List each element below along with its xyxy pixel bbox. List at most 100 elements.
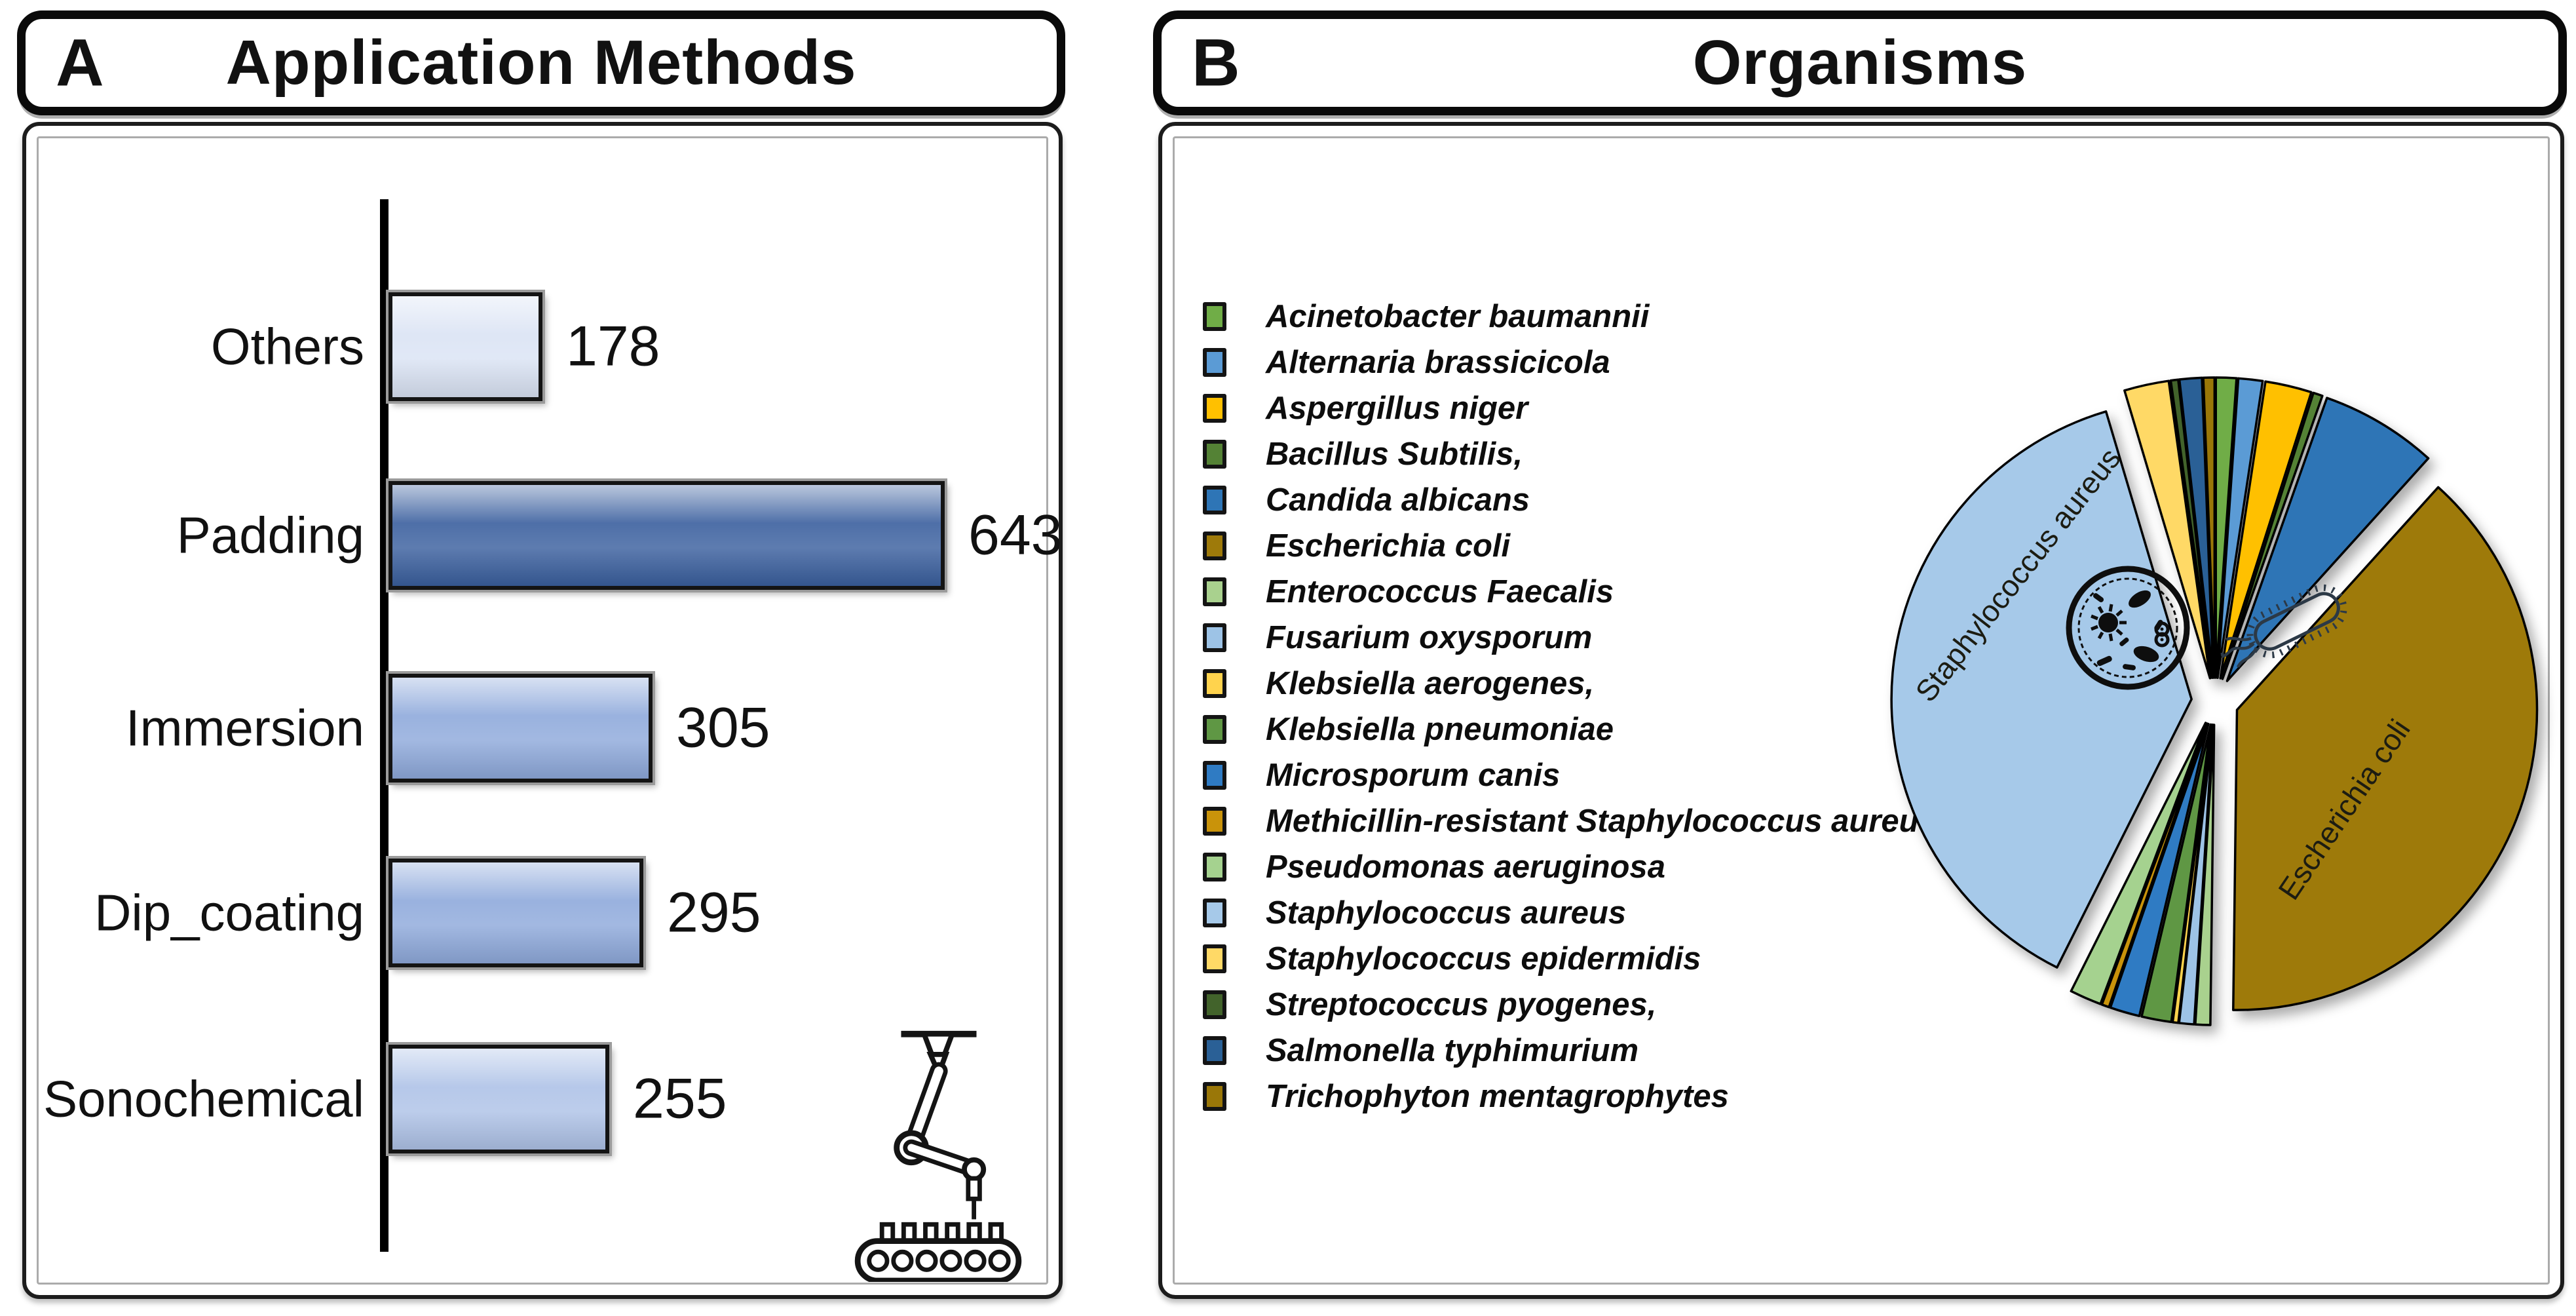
- bar-value-sonochemical: 255: [633, 1067, 727, 1131]
- pie-slice-klebsiella-aerogenes: [2171, 723, 2214, 1024]
- legend-label-fusarium-oxysporum: Fusarium oxysporum: [1266, 620, 1593, 655]
- legend-item-candida-albicans: Candida albicans: [1203, 477, 1937, 523]
- legend-item-escherichia-coli: Escherichia coli: [1203, 523, 1937, 569]
- legend-label-alternaria-brassicicola: Alternaria brassicicola: [1266, 345, 1610, 380]
- legend-label-bacillus-subtilis: Bacillus Subtilis,: [1266, 436, 1523, 472]
- pie-slice-streptococcus-pyogenes: [2169, 378, 2214, 680]
- legend-item-klebsiella-pneumoniae: Klebsiella pneumoniae: [1203, 706, 1937, 752]
- bar-sheen: [392, 485, 941, 586]
- bar-sonochemical: [388, 1045, 609, 1153]
- bar-sheen: [392, 1049, 605, 1150]
- legend-item-pseudomonas-aeruginosa: Pseudomonas aeruginosa: [1203, 844, 1937, 890]
- legend-label-aspergillus-niger: Aspergillus niger: [1266, 391, 1528, 426]
- legend-swatch-bacillus-subtilis: [1203, 440, 1226, 469]
- legend-label-candida-albicans: Candida albicans: [1266, 482, 1530, 518]
- robot-arm-conveyor-icon: [854, 1030, 1022, 1282]
- legend-swatch-fusarium-oxysporum: [1203, 623, 1226, 652]
- panel-a-titlebar: A Application Methods: [17, 10, 1065, 115]
- legend-swatch-escherichia-coli: [1203, 532, 1226, 560]
- legend-label-methicillin-resistant-staphylococcus-aureus: Methicillin-resistant Staphylococcus aur…: [1266, 803, 1937, 839]
- bar-chart-y-axis: [380, 199, 388, 1252]
- legend-swatch-acinetobacter-baumannii: [1203, 302, 1226, 331]
- legend-swatch-trichophyton-mentagrophytes: [1203, 1082, 1226, 1111]
- legend-label-trichophyton-mentagrophytes: Trichophyton mentagrophytes: [1266, 1079, 1729, 1114]
- bar-sheen: [392, 678, 649, 779]
- pie-slice-trichophyton-mentagrophytes: [2202, 376, 2216, 679]
- legend-label-klebsiella-aerogenes: Klebsiella aerogenes,: [1266, 666, 1595, 701]
- bar-category-label-immersion: Immersion: [125, 699, 364, 757]
- bar-padding: [388, 481, 945, 590]
- pie-slice-salmonella-typhimurium: [2178, 376, 2215, 679]
- legend-swatch-aspergillus-niger: [1203, 394, 1226, 423]
- legend-swatch-streptococcus-pyogenes: [1203, 990, 1226, 1019]
- panel-b-letter: B: [1192, 25, 1240, 100]
- legend-label-klebsiella-pneumoniae: Klebsiella pneumoniae: [1266, 712, 1614, 747]
- bar-sheen: [392, 862, 639, 963]
- bar-dip-coating: [388, 859, 643, 967]
- pie-slice-staphylococcus-aureus: [1890, 410, 2193, 969]
- legend-swatch-klebsiella-aerogenes: [1203, 669, 1226, 698]
- pie-slice-candida-albicans: [2226, 397, 2430, 682]
- legend-item-acinetobacter-baumannii: Acinetobacter baumannii: [1203, 294, 1937, 339]
- panel-b-titlebar: B Organisms: [1153, 10, 2567, 115]
- legend-item-enterococcus-faecalis: Enterococcus Faecalis: [1203, 569, 1937, 615]
- pie-slice-aspergillus-niger: [2219, 380, 2313, 680]
- legend-swatch-microsporum-canis: [1203, 761, 1226, 790]
- bar-others: [388, 292, 542, 401]
- bar-category-label-dip-coating: Dip_coating: [94, 883, 364, 942]
- pie-slice-enterococcus-faecalis: [2194, 724, 2216, 1026]
- bar-category-label-padding: Padding: [176, 506, 364, 564]
- panel-a-title: Application Methods: [225, 28, 857, 98]
- pie-slice-escherichia-coli: [2232, 486, 2539, 1011]
- legend-label-pseudomonas-aeruginosa: Pseudomonas aeruginosa: [1266, 849, 1665, 885]
- bar-value-immersion: 305: [676, 696, 770, 760]
- legend-swatch-enterococcus-faecalis: [1203, 577, 1226, 606]
- legend-item-alternaria-brassicicola: Alternaria brassicicola: [1203, 339, 1937, 385]
- panel-a-letter: A: [56, 25, 104, 100]
- organisms-pie-chart: [1890, 376, 2539, 1026]
- pie-slice-alternaria-brassicicola: [2216, 377, 2264, 679]
- panel-application-methods: A Application Methods: [17, 0, 1068, 1316]
- legend-item-bacillus-subtilis: Bacillus Subtilis,: [1203, 431, 1937, 477]
- bar-immersion: [388, 674, 653, 783]
- bar-category-label-sonochemical: Sonochemical: [43, 1070, 364, 1128]
- legend-swatch-klebsiella-pneumoniae: [1203, 715, 1226, 744]
- pie-slice-pseudomonas-aeruginosa: [2070, 722, 2207, 1005]
- legend-label-streptococcus-pyogenes: Streptococcus pyogenes,: [1266, 987, 1657, 1022]
- legend-label-microsporum-canis: Microsporum canis: [1266, 758, 1561, 793]
- legend-swatch-staphylococcus-aureus: [1203, 899, 1226, 927]
- legend-swatch-salmonella-typhimurium: [1203, 1036, 1226, 1065]
- legend-swatch-methicillin-resistant-staphylococcus-aureus: [1203, 807, 1226, 836]
- legend-swatch-pseudomonas-aeruginosa: [1203, 853, 1226, 881]
- legend-item-klebsiella-aerogenes: Klebsiella aerogenes,: [1203, 661, 1937, 706]
- legend-item-staphylococcus-epidermidis: Staphylococcus epidermidis: [1203, 936, 1937, 982]
- bar-value-dip-coating: 295: [667, 881, 761, 944]
- legend-item-streptococcus-pyogenes: Streptococcus pyogenes,: [1203, 982, 1937, 1028]
- legend-item-aspergillus-niger: Aspergillus niger: [1203, 385, 1937, 431]
- pie-slice-klebsiella-pneumoniae: [2140, 723, 2212, 1024]
- pie-slice-acinetobacter-baumannii: [2214, 376, 2238, 679]
- legend-item-trichophyton-mentagrophytes: Trichophyton mentagrophytes: [1203, 1074, 1937, 1119]
- legend-label-escherichia-coli: Escherichia coli: [1266, 528, 1511, 564]
- legend-label-staphylococcus-epidermidis: Staphylococcus epidermidis: [1266, 941, 1701, 977]
- legend-item-microsporum-canis: Microsporum canis: [1203, 752, 1937, 798]
- pie-slice-methicillin-resistant-staphylococcus-aureus: [2100, 722, 2208, 1009]
- legend-label-enterococcus-faecalis: Enterococcus Faecalis: [1266, 574, 1614, 610]
- legend-swatch-candida-albicans: [1203, 486, 1226, 514]
- panel-b-title: Organisms: [1692, 28, 2028, 98]
- legend-label-staphylococcus-aureus: Staphylococcus aureus: [1266, 895, 1627, 931]
- pie-slice-staphylococcus-epidermidis: [2123, 379, 2212, 680]
- e-coli-bacterium-icon: [2220, 584, 2347, 668]
- legend-item-methicillin-resistant-staphylococcus-aureus: Methicillin-resistant Staphylococcus aur…: [1203, 798, 1937, 844]
- legend-swatch-staphylococcus-epidermidis: [1203, 944, 1226, 973]
- legend-item-salmonella-typhimurium: Salmonella typhimurium: [1203, 1028, 1937, 1074]
- bar-value-others: 178: [566, 315, 660, 378]
- legend-swatch-alternaria-brassicicola: [1203, 348, 1226, 377]
- bar-value-padding: 643: [968, 503, 1063, 567]
- petri-dish-bacteria-icon: [2066, 566, 2190, 690]
- pie-slice-bacillus-subtilis: [2221, 391, 2324, 680]
